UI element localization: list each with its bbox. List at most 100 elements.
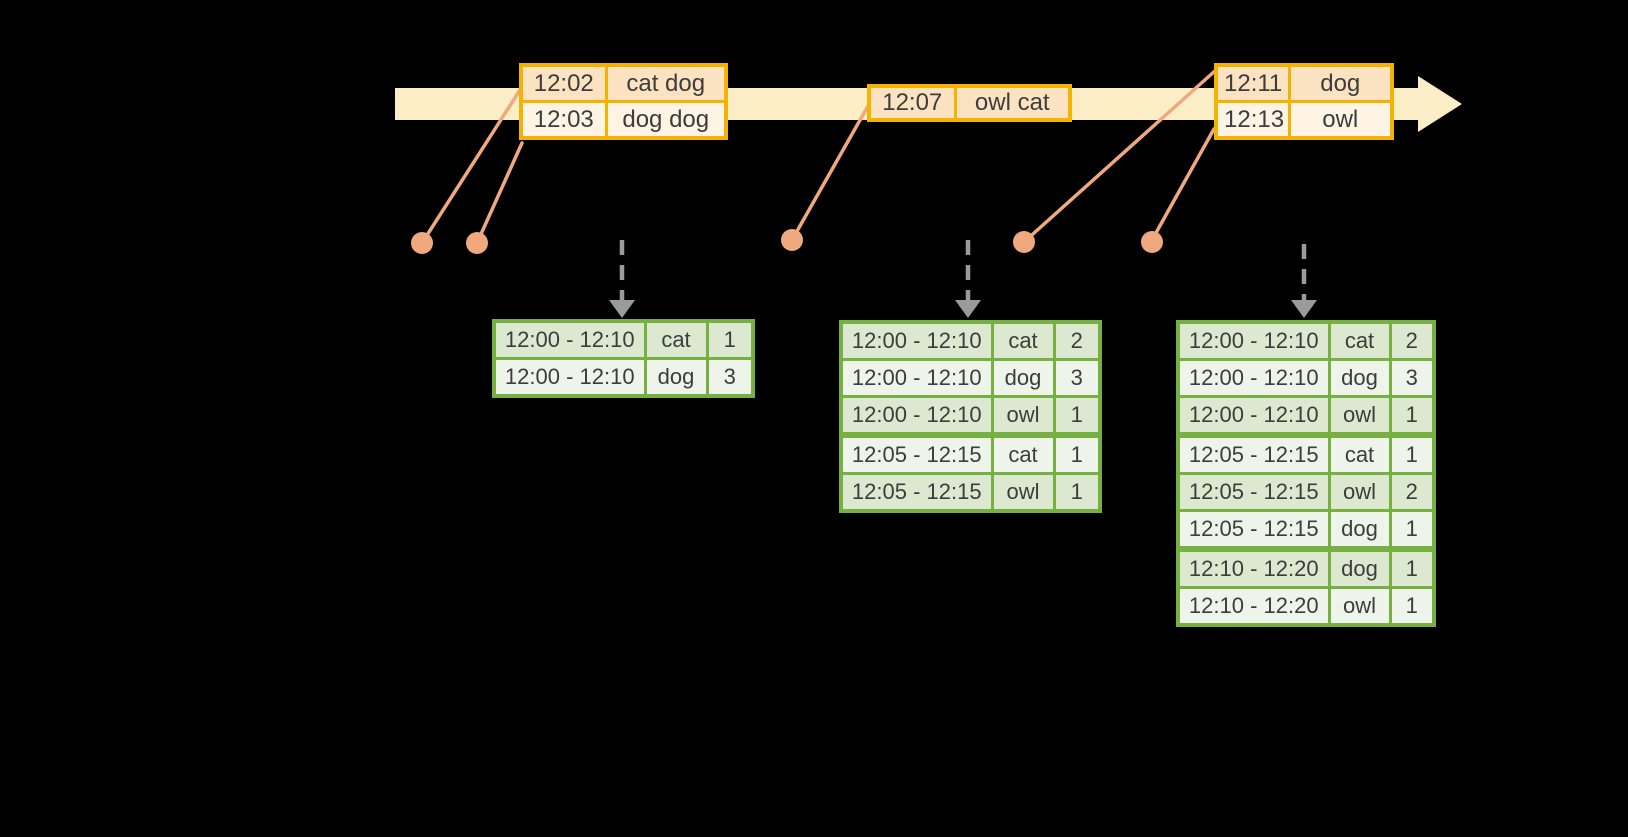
word-cell: cat <box>990 320 1056 361</box>
table-row: 12:00 - 12:10 cat 2 <box>1176 320 1436 361</box>
count-cell: 2 <box>1052 320 1102 361</box>
word-cell: cat <box>1327 320 1392 361</box>
trigger-arrow <box>609 240 635 318</box>
table-row: 12:11 dog <box>1214 63 1394 103</box>
table-row: 12:05 - 12:15 dog 1 <box>1176 509 1436 551</box>
down-arrow-icon <box>955 300 981 318</box>
word-cell: cat <box>643 319 709 360</box>
table-row: 12:00 - 12:10 owl 1 <box>839 395 1102 437</box>
event-time: 12:13 <box>1214 100 1291 140</box>
result-table-2: 12:00 - 12:10 cat 2 12:00 - 12:10 dog 3 … <box>839 320 1102 513</box>
table-row: 12:05 - 12:15 cat 1 <box>839 432 1102 475</box>
timeline-dot <box>1013 231 1035 253</box>
word-cell: dog <box>1327 358 1392 398</box>
count-cell: 1 <box>1052 472 1102 513</box>
window-cell: 12:00 - 12:10 <box>492 319 647 360</box>
table-row: 12:10 - 12:20 owl 1 <box>1176 586 1436 627</box>
word-cell: owl <box>1327 395 1392 437</box>
count-cell: 1 <box>1388 546 1436 589</box>
event-connector-line <box>1022 68 1218 244</box>
word-cell: owl <box>1327 472 1392 512</box>
table-row: 12:10 - 12:20 dog 1 <box>1176 546 1436 589</box>
event-time: 12:07 <box>867 84 957 122</box>
table-row: 12:07 owl cat <box>867 84 1072 122</box>
down-arrow-icon <box>1291 300 1317 318</box>
event-connector-line <box>790 104 870 242</box>
count-cell: 1 <box>1388 395 1436 437</box>
table-row: 12:00 - 12:10 dog 3 <box>839 358 1102 398</box>
word-cell: cat <box>990 432 1056 475</box>
event-table-1: 12:02 cat dog 12:03 dog dog <box>519 63 728 140</box>
word-cell: dog <box>1327 509 1392 551</box>
event-words: cat dog <box>604 63 728 103</box>
event-time: 12:11 <box>1214 63 1291 103</box>
trigger-arrow <box>1291 244 1317 318</box>
count-cell: 1 <box>1388 586 1436 627</box>
table-row: 12:05 - 12:15 owl 1 <box>839 472 1102 513</box>
window-cell: 12:00 - 12:10 <box>839 395 994 437</box>
timeline-dot <box>466 232 488 254</box>
timeline-dot <box>411 232 433 254</box>
event-connector-lines <box>420 68 1218 245</box>
word-cell: dog <box>990 358 1056 398</box>
window-cell: 12:00 - 12:10 <box>1176 395 1331 437</box>
event-words: owl cat <box>953 84 1072 122</box>
window-cell: 12:00 - 12:10 <box>1176 320 1331 361</box>
count-cell: 3 <box>705 357 755 398</box>
table-row: 12:05 - 12:15 owl 2 <box>1176 472 1436 512</box>
window-cell: 12:05 - 12:15 <box>1176 472 1331 512</box>
window-cell: 12:10 - 12:20 <box>1176 586 1331 627</box>
window-cell: 12:00 - 12:10 <box>1176 358 1331 398</box>
word-cell: cat <box>1327 432 1392 475</box>
window-cell: 12:05 - 12:15 <box>1176 509 1331 551</box>
event-time: 12:03 <box>519 100 608 140</box>
event-time: 12:02 <box>519 63 608 103</box>
event-words: dog dog <box>604 100 728 140</box>
trigger-arrow <box>955 240 981 318</box>
table-row: 12:02 cat dog <box>519 63 728 103</box>
event-connector-line <box>1150 127 1216 242</box>
word-cell: owl <box>990 395 1056 437</box>
count-cell: 3 <box>1388 358 1436 398</box>
result-table-1: 12:00 - 12:10 cat 1 12:00 - 12:10 dog 3 <box>492 319 755 398</box>
timeline-arrowhead-icon <box>1418 76 1462 132</box>
table-row: 12:05 - 12:15 cat 1 <box>1176 432 1436 475</box>
count-cell: 2 <box>1388 472 1436 512</box>
word-cell: owl <box>990 472 1056 513</box>
table-row: 12:00 - 12:10 dog 3 <box>492 357 755 398</box>
event-words: owl <box>1287 100 1394 140</box>
count-cell: 1 <box>1052 432 1102 475</box>
timeline-dot <box>781 229 803 251</box>
event-table-2: 12:07 owl cat <box>867 84 1072 122</box>
window-cell: 12:00 - 12:10 <box>839 320 994 361</box>
window-cell: 12:10 - 12:20 <box>1176 546 1331 589</box>
window-cell: 12:05 - 12:15 <box>839 472 994 513</box>
word-cell: dog <box>643 357 709 398</box>
word-cell: owl <box>1327 586 1392 627</box>
count-cell: 2 <box>1388 320 1436 361</box>
count-cell: 1 <box>1052 395 1102 437</box>
event-words: dog <box>1287 63 1394 103</box>
table-row: 12:00 - 12:10 cat 1 <box>492 319 755 360</box>
event-connector-line <box>420 88 522 245</box>
trigger-arrows <box>609 240 1317 318</box>
window-cell: 12:05 - 12:15 <box>839 432 994 475</box>
result-table-3: 12:00 - 12:10 cat 2 12:00 - 12:10 dog 3 … <box>1176 320 1436 627</box>
window-cell: 12:05 - 12:15 <box>1176 432 1331 475</box>
window-cell: 12:00 - 12:10 <box>492 357 647 398</box>
table-row: 12:00 - 12:10 dog 3 <box>1176 358 1436 398</box>
count-cell: 3 <box>1052 358 1102 398</box>
table-row: 12:03 dog dog <box>519 100 728 140</box>
down-arrow-icon <box>609 300 635 318</box>
table-row: 12:00 - 12:10 cat 2 <box>839 320 1102 361</box>
window-cell: 12:00 - 12:10 <box>839 358 994 398</box>
event-connector-line <box>475 141 524 245</box>
count-cell: 1 <box>1388 432 1436 475</box>
timeline-dots <box>411 229 1163 254</box>
count-cell: 1 <box>705 319 755 360</box>
table-row: 12:13 owl <box>1214 100 1394 140</box>
event-table-3: 12:11 dog 12:13 owl <box>1214 63 1394 140</box>
timeline-dot <box>1141 231 1163 253</box>
table-row: 12:00 - 12:10 owl 1 <box>1176 395 1436 437</box>
